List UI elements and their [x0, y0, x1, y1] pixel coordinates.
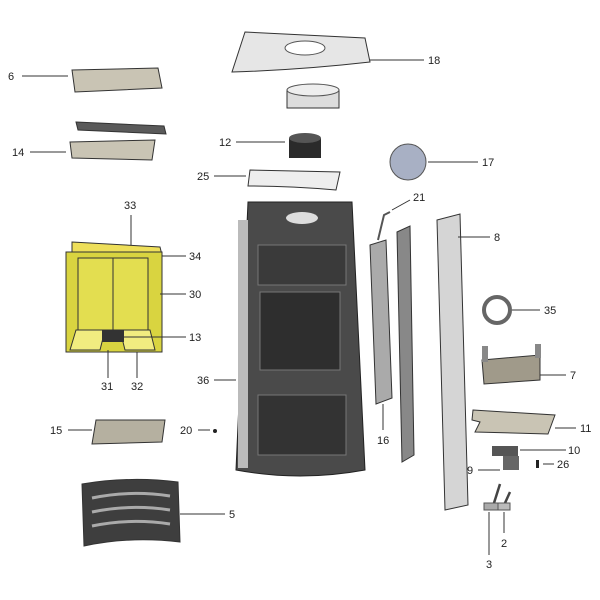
- part-18: 18: [231, 31, 440, 73]
- label-12: 12: [219, 137, 231, 149]
- label-21: 21: [413, 192, 425, 204]
- label-13: 13: [189, 332, 201, 344]
- part-35: 35: [482, 295, 556, 325]
- part-21: 21: [377, 192, 425, 241]
- label-20: 20: [180, 425, 192, 437]
- side-panel: [396, 225, 415, 463]
- label-15: 15: [50, 425, 62, 437]
- label-16: 16: [377, 435, 389, 447]
- label-26: 26: [557, 459, 569, 471]
- firebox-liner: 33 34 30 13 31 32: [65, 200, 201, 393]
- label-31: 31: [101, 381, 113, 393]
- part-17: 17: [389, 143, 494, 181]
- part-10-9: 10 9: [467, 445, 580, 477]
- part-16: 16: [369, 239, 393, 447]
- label-11: 11: [580, 423, 591, 435]
- label-10: 10: [568, 445, 580, 457]
- label-6: 6: [8, 71, 14, 83]
- part-6: 6: [8, 67, 163, 93]
- label-7: 7: [570, 370, 576, 382]
- label-36: 36: [197, 375, 209, 387]
- part-7: 7: [481, 344, 576, 385]
- part-14: 14: [12, 139, 156, 161]
- part-5: 5: [81, 478, 235, 547]
- part-2-3: 2 3: [483, 483, 512, 571]
- label-32: 32: [131, 381, 143, 393]
- label-2: 2: [501, 538, 507, 550]
- part-baffle-bar: [75, 121, 167, 135]
- label-14: 14: [12, 147, 24, 159]
- label-35: 35: [544, 305, 556, 317]
- label-17: 17: [482, 157, 494, 169]
- part-15: 15: [50, 419, 166, 445]
- label-8: 8: [494, 232, 500, 244]
- part-25: 25: [197, 169, 341, 191]
- label-18: 18: [428, 55, 440, 67]
- label-9: 9: [467, 465, 473, 477]
- part-36-stove-body: 36: [197, 201, 366, 477]
- label-34: 34: [189, 251, 201, 263]
- part-8: 8: [436, 213, 500, 511]
- label-33: 33: [124, 200, 136, 212]
- label-3: 3: [486, 559, 492, 571]
- flue-ring: [286, 83, 340, 109]
- label-25: 25: [197, 171, 209, 183]
- part-12: 12: [219, 133, 321, 158]
- part-20: 20: [180, 425, 217, 437]
- part-11: 11: [471, 409, 591, 435]
- label-30: 30: [189, 289, 201, 301]
- part-26: 26: [536, 459, 569, 471]
- label-5: 5: [229, 509, 235, 521]
